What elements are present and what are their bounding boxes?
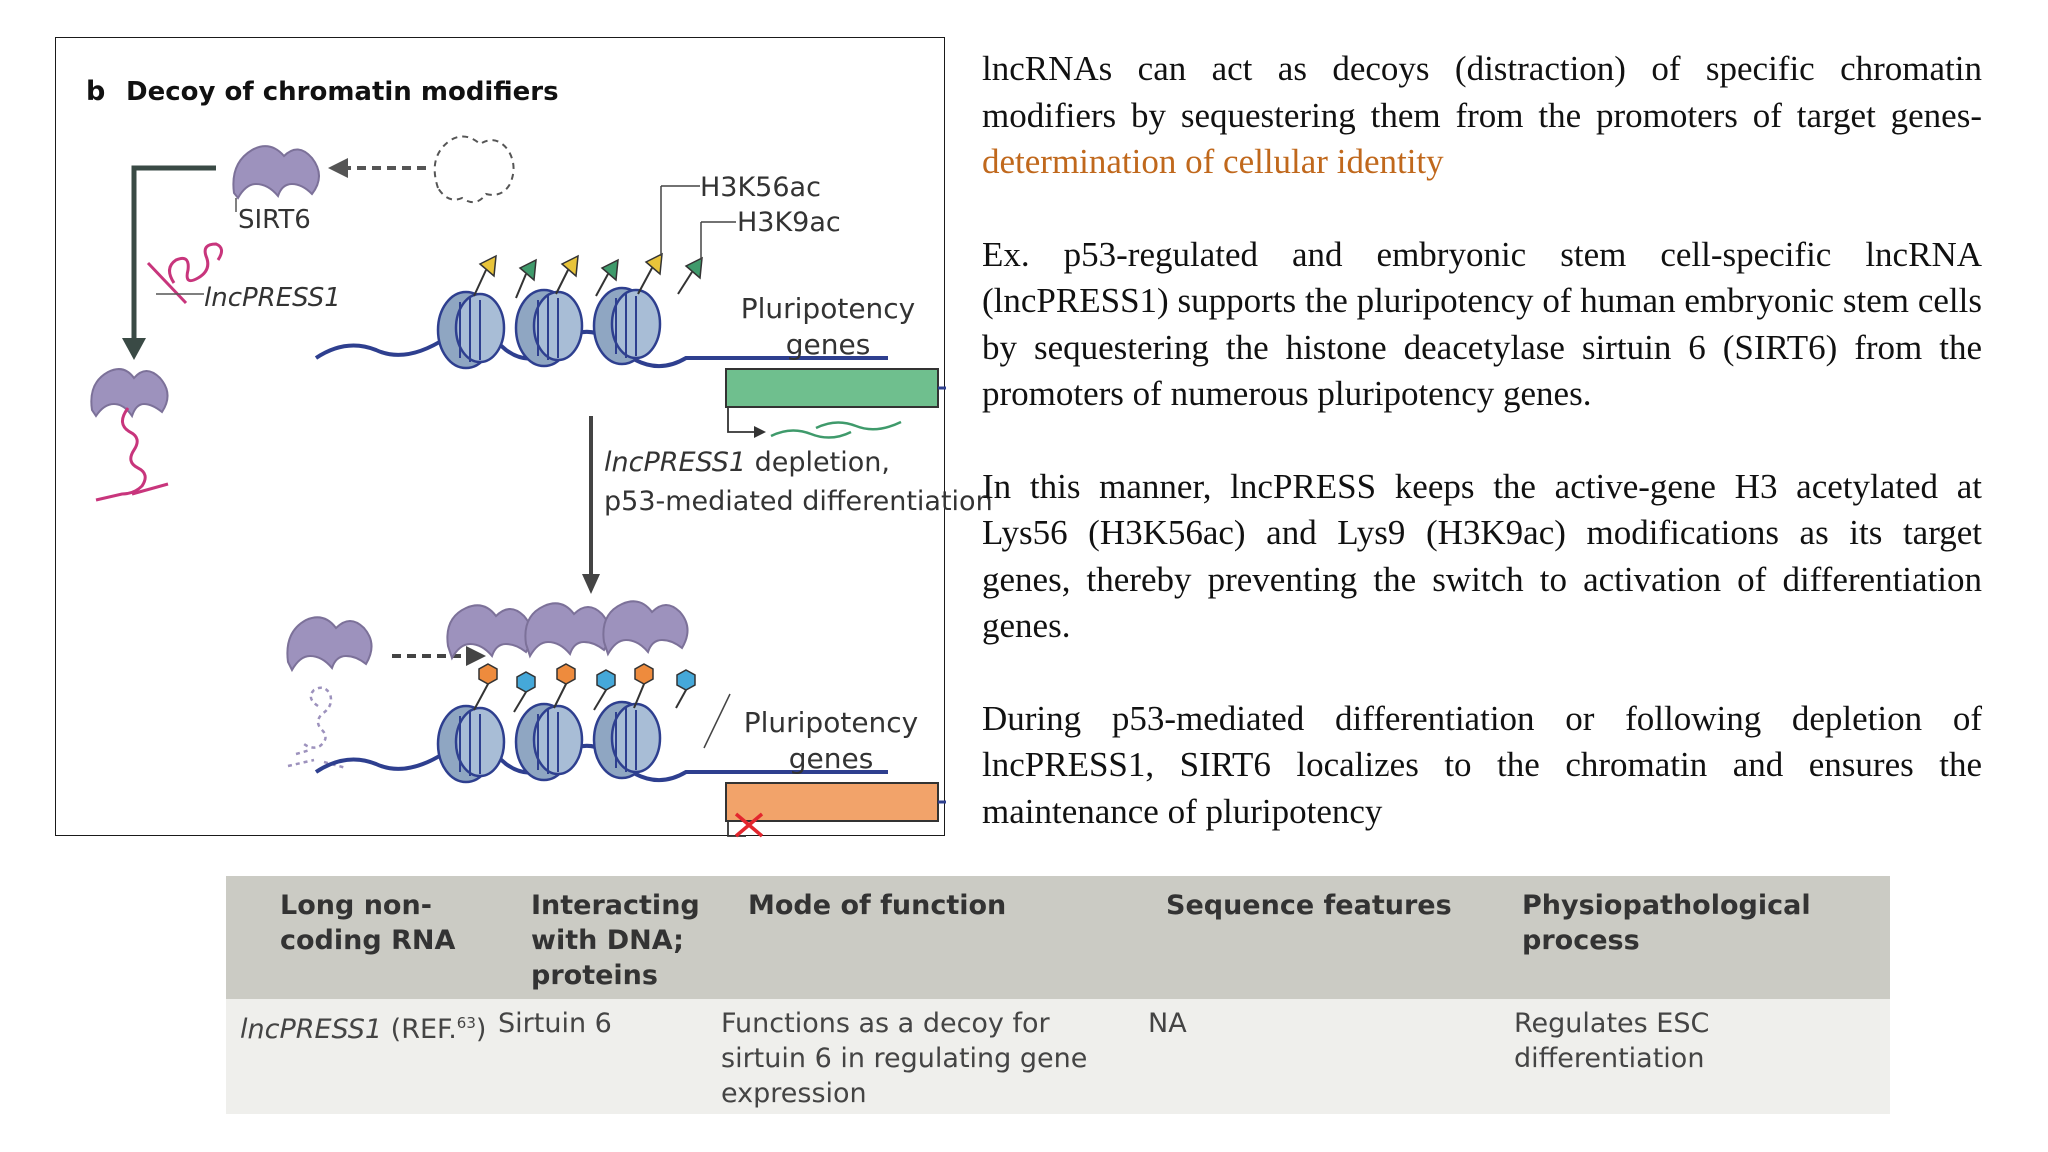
- paragraph-1-main: lncRNAs can act as decoys (distraction) …: [982, 49, 1982, 135]
- transcription-arrow: [727, 408, 756, 433]
- paragraph-1: lncRNAs can act as decoys (distraction) …: [982, 46, 1982, 186]
- cell-lncrna-name: lncPRESS1 (REF.63): [240, 1014, 487, 1045]
- sirt6-bound-chromatin: [446, 600, 689, 661]
- sirt6-lncpress1-complex: [90, 368, 169, 419]
- dashed-arrow-top-head: [328, 158, 348, 178]
- h3k9ac-label: H3K9ac: [737, 207, 841, 238]
- repression-cross-icon: [734, 812, 764, 838]
- lncrna-table: Long non- coding RNA Interacting with DN…: [226, 876, 1890, 1114]
- panel-title: Decoy of chromatin modifiers: [126, 77, 559, 107]
- acetyl-marks-top: [473, 252, 703, 299]
- header-interacting: Interacting with DNA; proteins: [531, 890, 700, 991]
- gene-box-active: [725, 368, 939, 408]
- pluripotency-label-top-1: Pluripotency: [741, 292, 916, 325]
- sirt6-protein-free: [286, 616, 373, 673]
- complex-rna-tail: [131, 482, 169, 496]
- degraded-rna: [303, 686, 333, 749]
- sirt6-label: SIRT6: [238, 205, 311, 235]
- paragraph-4: During p53-mediated differentiation or f…: [982, 698, 1982, 831]
- panel-letter: b: [86, 76, 105, 107]
- pluripotency-label-top-2: genes: [786, 328, 871, 361]
- lncpress1-label: lncPRESS1: [204, 283, 341, 313]
- cell-mode-of-function: Functions as a decoy for sirtuin 6 in re…: [721, 1008, 1088, 1109]
- paragraph-1-highlight: determination of cellular identity: [982, 142, 1444, 181]
- bottom-mark-leader: [703, 693, 731, 749]
- table-header: [226, 876, 1890, 999]
- cell-process: Regulates ESC differentiation: [1514, 1008, 1710, 1074]
- header-mode-of-function: Mode of function: [748, 890, 1007, 921]
- transition-label-1-suffix: depletion,: [746, 447, 890, 478]
- mrna-transcripts: [770, 420, 902, 439]
- transition-label-1: lncPRESS1 depletion,: [604, 447, 890, 478]
- release-path-arrowhead: [122, 338, 146, 360]
- pluripotency-label-bottom-1: Pluripotency: [744, 706, 919, 739]
- explanation-text: lncRNAs can act as decoys (distraction) …: [982, 46, 1982, 881]
- nucleosome-group-bottom: [436, 700, 662, 784]
- header-sequence-features: Sequence features: [1166, 890, 1452, 921]
- chromatin-diagram: b Decoy of chromatin modifiers SIRT6 lnc…: [86, 76, 993, 838]
- lncpress1-rna-strand: [168, 242, 223, 284]
- sirt6-protein-top: [232, 145, 320, 200]
- cell-interacting: Sirtuin 6: [498, 1008, 612, 1039]
- release-path-line: [131, 165, 216, 343]
- header-long-noncoding-rna: Long non- coding RNA: [280, 890, 456, 956]
- lncpress1-rna-tail: [146, 261, 188, 305]
- sirt6-ghost-outline: [433, 135, 515, 204]
- complex-rna-strand: [95, 407, 147, 502]
- h3k56ac-label: H3K56ac: [700, 172, 821, 203]
- pluripotency-label-bottom-2: genes: [789, 742, 874, 775]
- cell-sequence-features: NA: [1148, 1008, 1187, 1039]
- header-physiopathological-process: Physiopathological process: [1522, 890, 1811, 956]
- paragraph-2: Ex. p53-regulated and embryonic stem cel…: [982, 234, 1982, 414]
- table-row: [226, 999, 1890, 1114]
- blocked-transcription-arrow: [727, 822, 746, 837]
- hexagon-marks-bottom: [473, 663, 696, 713]
- nucleosome-group-top: [436, 286, 662, 370]
- transition-label-2: p53-mediated differentiation: [604, 486, 993, 517]
- figure-panel: b Decoy of chromatin modifiers SIRT6 lnc…: [55, 37, 993, 838]
- paragraph-3: In this manner, lncPRESS keeps the activ…: [982, 466, 1982, 646]
